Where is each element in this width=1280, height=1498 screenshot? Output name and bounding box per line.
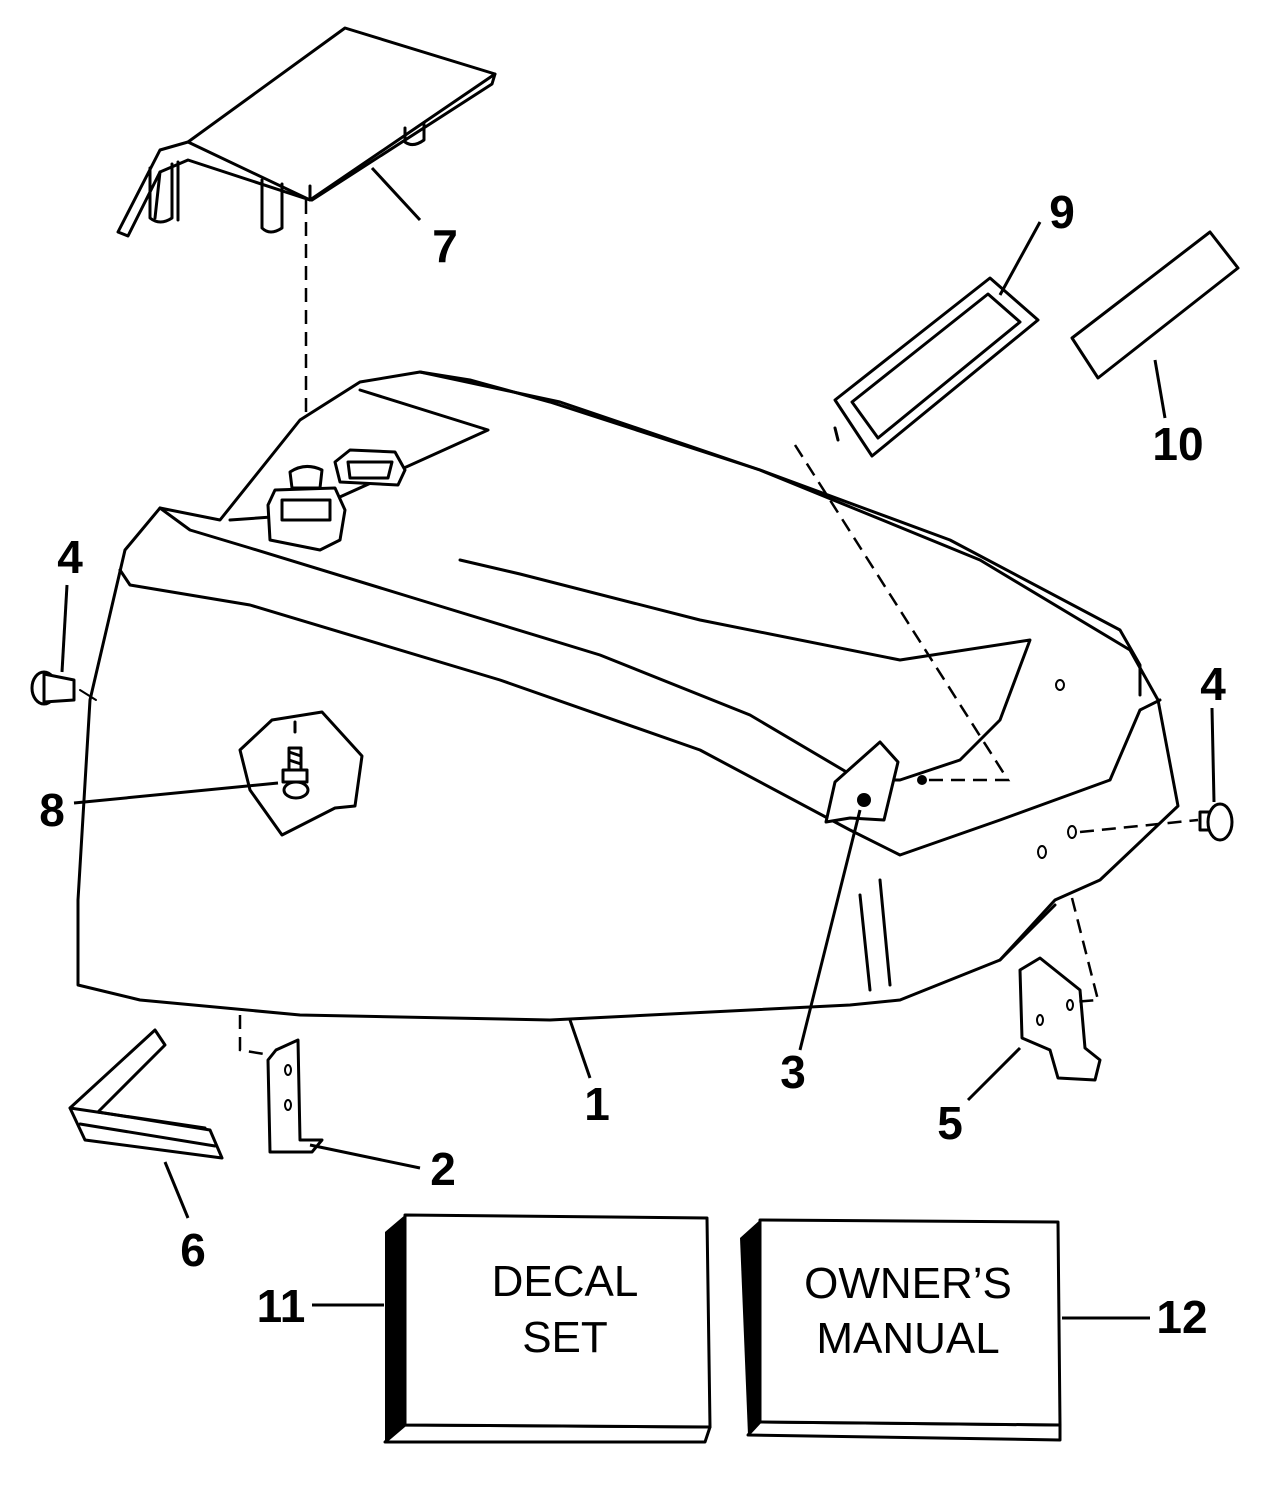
callout-3: 3 bbox=[780, 1046, 806, 1098]
part-4-pin-right bbox=[1198, 802, 1234, 842]
assembly-line-2 bbox=[238, 1015, 271, 1057]
callout-8: 8 bbox=[39, 784, 65, 836]
part-9-window-frame bbox=[833, 276, 1040, 458]
owners-manual-label-line2: MANUAL bbox=[816, 1314, 999, 1363]
decal-set-label-line2: SET bbox=[522, 1313, 608, 1362]
callout-1: 1 bbox=[584, 1078, 610, 1130]
part-8-screw-plate bbox=[238, 710, 364, 837]
part-7-top-cover bbox=[116, 26, 497, 238]
callout-6: 6 bbox=[180, 1224, 206, 1276]
part-4-pin-left bbox=[30, 670, 97, 706]
assembly-line-9 bbox=[793, 444, 1011, 782]
callout-5: 5 bbox=[937, 1097, 963, 1149]
part-11-decal-set-box[interactable]: DECAL SET bbox=[383, 1213, 712, 1444]
part-5-bracket bbox=[1018, 956, 1102, 1082]
part-10-decal-strip bbox=[1070, 230, 1240, 380]
assembly-line-5 bbox=[1070, 897, 1100, 1004]
callout-numbers: 7 9 10 4 4 8 3 1 2 5 6 11 12 bbox=[39, 186, 1226, 1343]
assembly-line-4-right bbox=[1079, 818, 1199, 834]
part-3-bracket bbox=[824, 740, 927, 824]
leader-lines bbox=[60, 166, 1216, 1320]
callout-2: 2 bbox=[430, 1143, 456, 1195]
decal-set-label-line1: DECAL bbox=[492, 1257, 639, 1306]
callout-10: 10 bbox=[1152, 418, 1203, 470]
part-1-engine-cowl bbox=[76, 370, 1180, 1022]
callout-12: 12 bbox=[1156, 1291, 1207, 1343]
part-6-trim-seal bbox=[68, 1028, 224, 1160]
callout-7: 7 bbox=[432, 220, 458, 272]
owners-manual-label-line1: OWNER’S bbox=[804, 1259, 1012, 1308]
part-12-owners-manual-box[interactable]: OWNER’S MANUAL bbox=[740, 1218, 1062, 1442]
part-2-bracket bbox=[266, 1038, 324, 1154]
callout-9: 9 bbox=[1049, 186, 1075, 238]
callout-11: 11 bbox=[257, 1280, 306, 1332]
callout-4-right: 4 bbox=[1200, 658, 1226, 710]
callout-4-left: 4 bbox=[57, 531, 83, 583]
